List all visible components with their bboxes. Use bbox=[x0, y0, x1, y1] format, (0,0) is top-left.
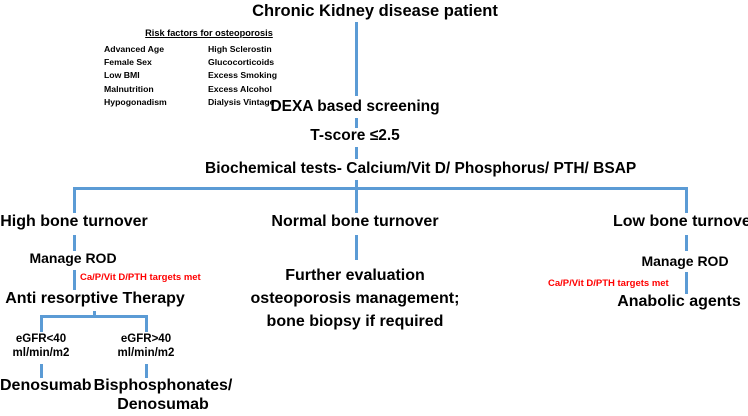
connector-therapy-stem bbox=[93, 311, 96, 317]
node-bisphosphonates-denosumab: Bisphosphonates/ Denosumab bbox=[93, 377, 233, 413]
connector-egfr-low-to-drug bbox=[40, 364, 43, 378]
node-high-bone-turnover: High bone turnover bbox=[0, 213, 148, 230]
risk-factor-item: Glucocorticoids bbox=[208, 57, 275, 68]
node-low-manage-rod: Manage ROD bbox=[641, 253, 729, 269]
connector-high-to-manage bbox=[73, 235, 76, 251]
risk-factors-column-right: High Sclerostin Glucocorticoids Excess S… bbox=[208, 43, 308, 109]
risk-factors-column-left: Advanced Age Female Sex Low BMI Malnutri… bbox=[104, 43, 208, 109]
node-anti-resorptive-therapy: Anti resorptive Therapy bbox=[5, 290, 185, 307]
risk-factor-item: Low BMI bbox=[104, 70, 140, 81]
connector-high-manage-to-therapy bbox=[73, 270, 76, 290]
connector-low-manage-to-therapy bbox=[685, 272, 688, 294]
node-anabolic-agents: Anabolic agents bbox=[617, 293, 741, 310]
node-biochemical-tests: Biochemical tests- Calcium/Vit D/ Phosph… bbox=[205, 160, 637, 177]
connector-drop-normal bbox=[355, 187, 358, 213]
risk-factor-item: Excess Alcohol bbox=[208, 83, 272, 94]
label-egfr-gt-40: eGFR>40 ml/min/m2 bbox=[117, 333, 175, 359]
risk-factor-item: Excess Smoking bbox=[208, 70, 278, 81]
connector-low-to-manage bbox=[685, 235, 688, 251]
node-low-bone-turnover: Low bone turnover bbox=[613, 213, 748, 230]
connector-egfr-high-to-drug bbox=[145, 364, 148, 378]
connector-drop-low bbox=[685, 187, 688, 213]
node-tscore: T-score ≤2.5 bbox=[310, 127, 400, 144]
connector-biochemical-stem bbox=[355, 180, 358, 189]
connector-drop-high bbox=[73, 187, 76, 213]
risk-factor-item: Dialysis Vintage bbox=[208, 96, 275, 107]
risk-factors-panel: Risk factors for osteoporosis Advanced A… bbox=[104, 27, 314, 109]
label-egfr-lt-40: eGFR<40 ml/min/m2 bbox=[12, 333, 70, 359]
label-low-targets-met: Ca/P/Vit D/PTH targets met bbox=[548, 278, 669, 289]
node-high-manage-rod: Manage ROD bbox=[29, 250, 117, 266]
connector-drop-egfr-low bbox=[40, 315, 43, 332]
label-high-targets-met: Ca/P/Vit D/PTH targets met bbox=[80, 272, 201, 283]
risk-factor-item: Advanced Age bbox=[104, 43, 165, 54]
risk-factors-columns: Advanced Age Female Sex Low BMI Malnutri… bbox=[104, 43, 314, 109]
connector-screening-to-tscore bbox=[355, 118, 358, 128]
node-dexa-screening: DEXA based screening bbox=[270, 98, 440, 115]
risk-factor-item: High Sclerostin bbox=[208, 43, 272, 54]
connector-three-way-bar bbox=[73, 187, 688, 190]
node-title: Chronic Kidney disease patient bbox=[252, 2, 498, 20]
node-normal-bone-turnover: Normal bone turnover bbox=[271, 213, 439, 230]
connector-title-to-screening bbox=[355, 22, 358, 96]
risk-factor-item: Malnutrition bbox=[104, 83, 154, 94]
connector-drop-egfr-high bbox=[145, 315, 148, 332]
node-denosumab: Denosumab bbox=[0, 377, 92, 394]
risk-factor-item: Female Sex bbox=[104, 57, 152, 68]
connector-tscore-to-biochemical bbox=[355, 147, 358, 159]
risk-factor-item: Hypogonadism bbox=[104, 96, 167, 107]
connector-egfr-bar bbox=[40, 315, 148, 318]
risk-factors-heading: Risk factors for osteoporosis bbox=[145, 28, 273, 38]
node-normal-action: Further evaluation osteoporosis manageme… bbox=[250, 267, 460, 331]
connector-normal-to-action bbox=[355, 235, 358, 260]
